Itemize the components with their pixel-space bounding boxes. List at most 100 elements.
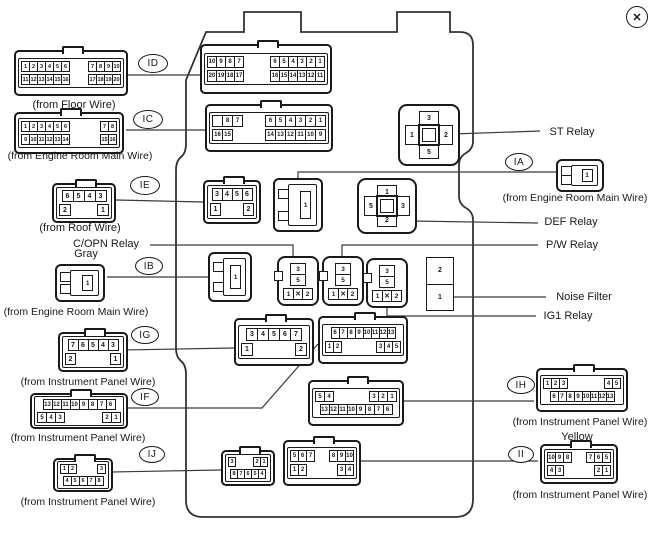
- pin-cell: 7: [232, 115, 243, 127]
- pin-cell: 2: [295, 343, 307, 356]
- pin-cell: 14: [61, 134, 70, 145]
- pin-cell: 3: [55, 412, 65, 423]
- label-from-engine-room-main-wire-ia: (from Engine Room Main Wire): [502, 192, 648, 204]
- connector-ia-box-side: 1: [273, 178, 323, 232]
- pin-cell: 1: [85, 279, 90, 287]
- leader-def-relay: [410, 220, 539, 224]
- pin-group: 1: [110, 353, 121, 365]
- terminal-slot: 1: [300, 191, 312, 219]
- label-from-instrument-panel-wire-ii: (from Instrument Panel Wire): [512, 489, 648, 501]
- tag-ic: IC: [133, 110, 163, 129]
- leader-ie: [115, 199, 204, 203]
- relay-pin-bottom: 5: [419, 145, 439, 159]
- tag-ie: IE: [130, 176, 160, 195]
- label-from-engine-room-main-wire-ic: (from Engine Room Main Wire): [7, 150, 153, 162]
- pin-cell: 7: [290, 328, 302, 341]
- pin-cell: 3: [94, 190, 107, 202]
- pin-cell: 1: [315, 115, 326, 127]
- pin-cell: 6: [241, 188, 253, 201]
- pin-cell: 1: [111, 412, 121, 423]
- pin-cell: 2: [65, 353, 76, 365]
- pin-cell: 5: [602, 452, 611, 463]
- relay-pin-row: 1✕2: [283, 288, 313, 300]
- pin-cell: 6: [61, 61, 70, 72]
- pin-cell: 6: [105, 399, 116, 410]
- pin-cell: 1: [110, 353, 121, 365]
- terminal-slot: 1: [230, 264, 242, 290]
- pin-cell: 4: [345, 464, 354, 476]
- relay-pin-top: 3: [419, 111, 439, 125]
- noise-filter-pin: 1: [438, 293, 442, 301]
- label-from-floor-wire: (from Floor Wire): [32, 99, 116, 111]
- connector-ia-box-side-housing: 1: [288, 184, 317, 226]
- relay-pin-right: 2: [439, 125, 453, 145]
- relay-center: [418, 124, 440, 146]
- pin-cell: 1: [210, 203, 221, 216]
- pin-cell: 9: [315, 129, 326, 141]
- label-from-instrument-panel-wire-ih: (from Instrument Panel Wire): [512, 416, 648, 428]
- pin-cell: 1: [241, 343, 253, 356]
- pin-cell: 8: [108, 121, 117, 132]
- leader-st-relay: [451, 130, 541, 135]
- relay-pin-row: 1✕2: [372, 290, 402, 302]
- label-def-relay: DEF Relay: [544, 216, 598, 228]
- pin-group: 2: [59, 204, 71, 216]
- relay-pin-mid: 5: [379, 276, 395, 288]
- close-icon[interactable]: ✕: [626, 6, 648, 28]
- pin-group: 1: [210, 203, 221, 216]
- pin-cell: 2: [333, 341, 342, 353]
- noise-filter-pin: 2: [427, 258, 453, 285]
- connector-ia-engine-room-main-wire: 1: [556, 159, 604, 192]
- pin-cell: 5: [612, 378, 621, 389]
